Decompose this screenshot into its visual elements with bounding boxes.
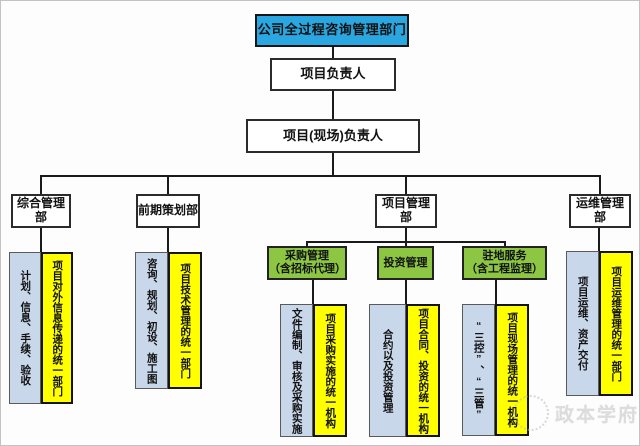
connector-line (306, 243, 308, 248)
connector-line (405, 228, 407, 241)
functions-text: “三控”、“三管” (472, 319, 485, 421)
connector-line (332, 47, 334, 59)
connector-line (332, 153, 334, 176)
role-column: 项目对外信息传递的统一部门 (41, 252, 73, 404)
role-column: 项目采购实施的统一机构 (313, 304, 347, 437)
connector-line (599, 177, 601, 195)
watermark-logo-icon (508, 390, 554, 436)
connector-line (40, 177, 42, 195)
functions-text: 咨询、规划、初设、施工图 (145, 257, 158, 384)
role-text: 项目采购实施的统一机构 (324, 312, 337, 429)
connector-line (405, 280, 407, 304)
subunit-node-resident-service: 驻地服务 （含工程监理） (462, 246, 547, 280)
role-text: 项目对外信息传递的统一部门 (51, 259, 64, 397)
functions-column: “三控”、“三管” (462, 304, 495, 436)
connector-line (40, 175, 601, 177)
connector-line (312, 280, 314, 304)
dept-node-early-planning: 前期策划部 (136, 194, 200, 228)
role-text: 项目现场管理的统一机构 (506, 312, 519, 428)
connector-line (598, 228, 600, 251)
dept-node-project-management: 项目管理部 (375, 194, 437, 228)
connector-line (495, 280, 497, 304)
dept-node-general-management: 综合管理部 (11, 194, 71, 228)
functions-text: 计划、信息、手续、验收 (19, 270, 32, 386)
connector-line (167, 228, 169, 252)
project-leader-node: 项目负责人 (270, 58, 396, 91)
connector-line (332, 91, 334, 119)
watermark: 政本学府 (508, 389, 640, 437)
functions-column: 文件编制、审核及采购实施 (280, 304, 313, 437)
functions-text: 文件编制、审核及采购实施 (290, 307, 303, 434)
subunit-node-investment: 投资管理 (377, 246, 434, 280)
role-column: 项目合同、投资的统一机构 (406, 304, 440, 437)
role-text: 项目合同、投资的统一机构 (417, 307, 430, 434)
functions-text: 合约以及投资管理 (381, 328, 394, 413)
connector-line (405, 177, 407, 195)
role-column: 项目运维管理的统一部门 (599, 251, 633, 396)
functions-text: 项目运维、资产交付 (576, 276, 589, 371)
functions-column: 咨询、规划、初设、施工图 (135, 252, 168, 389)
root-node: 公司全过程咨询管理部门 (255, 14, 409, 47)
subunit-node-procurement: 采购管理 （含招标代理） (267, 246, 347, 280)
connector-line (306, 241, 506, 243)
connector-line (504, 243, 506, 248)
watermark-text: 政本学府 (555, 404, 640, 426)
functions-column: 计划、信息、手续、验收 (9, 252, 41, 404)
role-text: 项目运维管理的统一部门 (610, 265, 623, 382)
site-leader-node: 项目(现场)负责人 (246, 119, 420, 153)
role-column: 项目现场管理的统一机构 (495, 304, 529, 436)
functions-column: 合约以及投资管理 (369, 304, 406, 437)
connector-line (40, 228, 42, 252)
connector-line (405, 243, 407, 248)
functions-column: 项目运维、资产交付 (566, 251, 599, 396)
role-column: 项目技术管理的统一部门 (168, 252, 202, 389)
dept-node-operations: 运维管理部 (569, 194, 631, 228)
connector-line (167, 177, 169, 195)
role-text: 项目技术管理的统一部门 (179, 262, 192, 379)
